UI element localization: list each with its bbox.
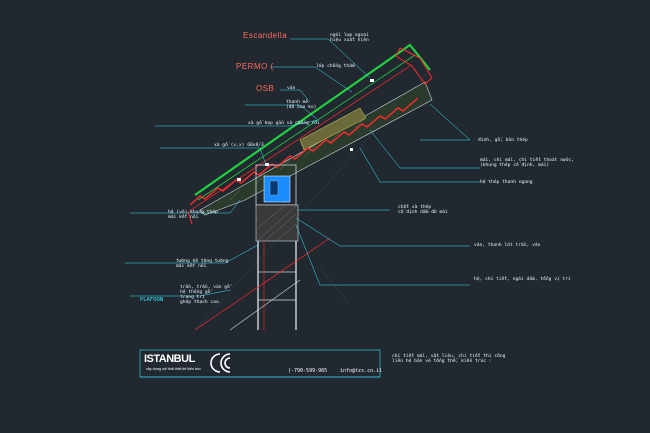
ceiling-line (194, 237, 331, 331)
label-right-4: chốt và thép cố định dầm đỡ mái (398, 205, 448, 215)
label-right-6: hệ, chi tiết, ngói dầm, tổng vị trí (474, 277, 571, 282)
title-block (139, 349, 381, 378)
roof-assembly (187, 43, 433, 225)
fasteners (237, 79, 374, 181)
timber-hatch (257, 205, 297, 241)
label-osb-note: ván (287, 86, 296, 91)
title-escandella: Escandella (243, 31, 288, 40)
label-permo-note: lớp chống thấm (316, 64, 355, 69)
title-osb: OSB (256, 84, 275, 93)
label-right-1: đinh, gỗ, bản thép (478, 138, 528, 143)
label-counter-batten: xà gồ kẹp gắn và chống rơi (248, 121, 320, 126)
footer-note: chi tiết mái, vật liệu, chi tiết thi côn… (392, 354, 506, 364)
label-purlin: xà gồ (v,x) 60x8/3 (214, 143, 264, 148)
footer-logo-sub: xây dựng nội thất thiết kế kiến trúc (146, 367, 201, 371)
label-right-3: hệ thép thanh ngang (480, 180, 533, 185)
footer-logo: ISTANBUL (144, 353, 195, 365)
label-right-5: ván, thanh lót trần, ván (474, 243, 541, 248)
label-plafoon: PLAFOON (140, 297, 164, 303)
label-batten-note: thanh mè (đã bao ko) (286, 100, 317, 110)
label-left-mid-1: hệ (vẽ) khung thép mái kết nối (168, 210, 218, 220)
label-right-2: mái, chi mái, chi tiết thoát nước, (khun… (480, 158, 575, 168)
label-left-mid-2: tường bê tông tường mái kết nối (176, 259, 229, 269)
ridge-tile (395, 47, 433, 85)
footer-email: info@tzs.co.il (340, 368, 383, 374)
membrane-line (194, 43, 431, 196)
leader-lines (125, 38, 480, 297)
concentric-arc-logo-icon (210, 353, 231, 373)
osb-board (299, 107, 367, 151)
roof-tiles (189, 97, 419, 206)
label-left-lower: trần, trần, ván gỗ hệ thống gỗ trang trí… (180, 285, 230, 305)
support-structure (194, 79, 374, 331)
label-escandella-note: ngói lợp ngoại hiệu xuất hiện (330, 33, 369, 43)
footer-phone: (-790-599-965 (288, 368, 328, 374)
title-permo: PERMO ( (236, 62, 274, 71)
